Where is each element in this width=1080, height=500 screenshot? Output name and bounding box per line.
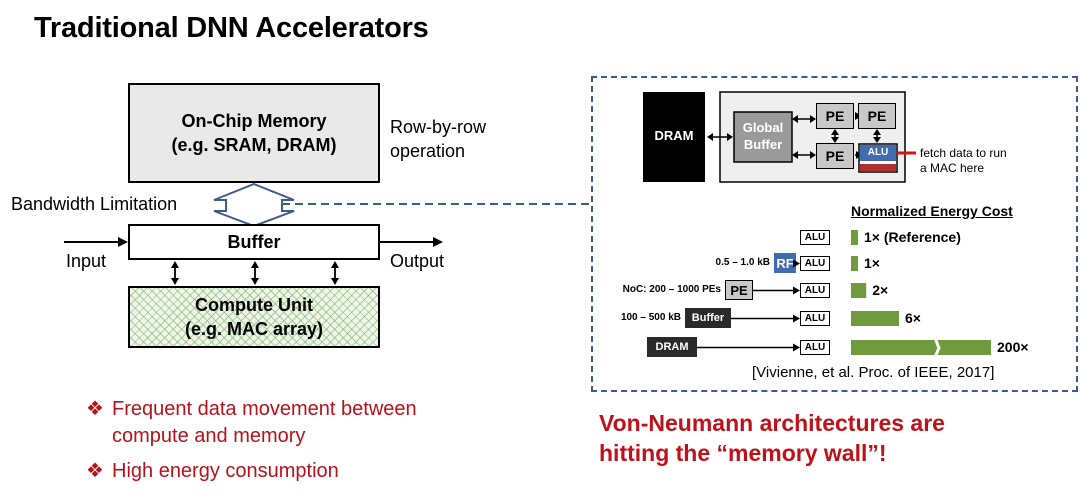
energy-row-source-desc: NoC: 200 – 1000 PEs	[622, 284, 721, 295]
energy-cost-label: 1×	[864, 255, 880, 271]
energy-row-alu: ALU	[800, 340, 830, 355]
energy-cost-label: 2×	[872, 282, 889, 298]
row-op-line2: operation	[390, 141, 466, 161]
energy-row-source-box: DRAM	[647, 337, 697, 357]
memory-line1: On-Chip Memory	[181, 111, 327, 131]
input-label: Input	[66, 251, 107, 271]
global-buffer-line1: Global	[742, 120, 784, 135]
fetch-note: fetch data to run a MAC here	[920, 146, 1007, 176]
diamond-bullet-icon: ❖	[86, 460, 104, 482]
energy-row-source-box: Buffer	[685, 308, 731, 328]
pe-alu-label: ALU	[867, 147, 889, 158]
fetch-note-line2: a MAC here	[920, 161, 985, 175]
pe-block: PE	[816, 143, 854, 169]
global-buffer-block	[733, 111, 793, 163]
energy-row-alu: ALU	[800, 230, 830, 245]
citation: [Vivienne, et al. Proc. of IEEE, 2017]	[752, 364, 995, 381]
energy-cost-title: Normalized Energy Cost	[851, 203, 1013, 219]
on-chip-memory-block: On-Chip Memory (e.g. SRAM, DRAM)	[128, 83, 380, 183]
energy-cost-label: 6×	[905, 310, 921, 326]
energy-row-arrowhead	[793, 314, 800, 323]
energy-bar-break	[933, 337, 941, 358]
pe-block: PE	[858, 103, 896, 129]
compute-unit-block: Compute Unit (e.g. MAC array)	[128, 286, 380, 348]
buffer-compute-arrows	[171, 261, 339, 285]
energy-bar	[851, 283, 867, 298]
energy-row-alu: ALU	[800, 311, 830, 326]
memory-wall-conclusion: Von-Neumann architectures are hitting th…	[599, 408, 945, 468]
energy-bar	[851, 340, 991, 355]
slide-title: Traditional DNN Accelerators	[34, 12, 429, 44]
memory-line2: (e.g. SRAM, DRAM)	[171, 135, 337, 155]
fetch-note-line1: fetch data to run	[920, 146, 1007, 160]
global-buffer-line2: Buffer	[743, 137, 783, 152]
conclusion-line2: hitting the “memory wall”!	[599, 440, 887, 466]
energy-bar	[851, 311, 899, 326]
row-by-row-note: Row-by-row operation	[390, 115, 486, 163]
bullet-text-cont: compute and memory	[112, 425, 306, 447]
energy-row-arrowhead	[793, 259, 800, 268]
energy-row-arrowhead	[793, 343, 800, 352]
energy-row-arrowhead	[793, 286, 800, 295]
energy-cost-label: 1× (Reference)	[864, 229, 961, 245]
compute-line2: (e.g. MAC array)	[184, 319, 324, 339]
energy-row-source-desc: 100 – 500 kB	[620, 312, 681, 323]
pe-block: PE	[816, 103, 854, 129]
compute-line1: Compute Unit	[195, 295, 313, 315]
energy-row-source-desc: 0.5 – 1.0 kB	[715, 257, 770, 268]
energy-row-source-box: RF	[774, 253, 796, 273]
bullet-item: ❖ Frequent data movement between compute …	[86, 396, 417, 450]
energy-bar	[851, 230, 858, 245]
global-buffer-label: Global Buffer	[734, 119, 792, 153]
buffer-block: Buffer	[128, 224, 380, 260]
energy-row-source-box: PE	[725, 280, 753, 300]
bandwidth-limitation-label: Bandwidth Limitation	[11, 194, 178, 214]
bullet-item: ❖ High energy consumption	[86, 458, 339, 485]
energy-cost-label: 200×	[997, 339, 1029, 355]
energy-inset-frame	[591, 76, 1078, 392]
energy-row-alu: ALU	[800, 283, 830, 298]
diamond-bullet-icon: ❖	[86, 398, 104, 420]
dram-label: DRAM	[654, 128, 694, 143]
bullet-text: High energy consumption	[112, 460, 339, 482]
output-label: Output	[390, 251, 445, 271]
energy-row-alu: ALU	[800, 256, 830, 271]
energy-bar	[851, 256, 858, 271]
conclusion-line1: Von-Neumann architectures are	[599, 410, 945, 436]
row-op-line1: Row-by-row	[390, 117, 487, 137]
dram-block	[643, 92, 705, 182]
bullet-text: Frequent data movement between	[112, 398, 417, 420]
